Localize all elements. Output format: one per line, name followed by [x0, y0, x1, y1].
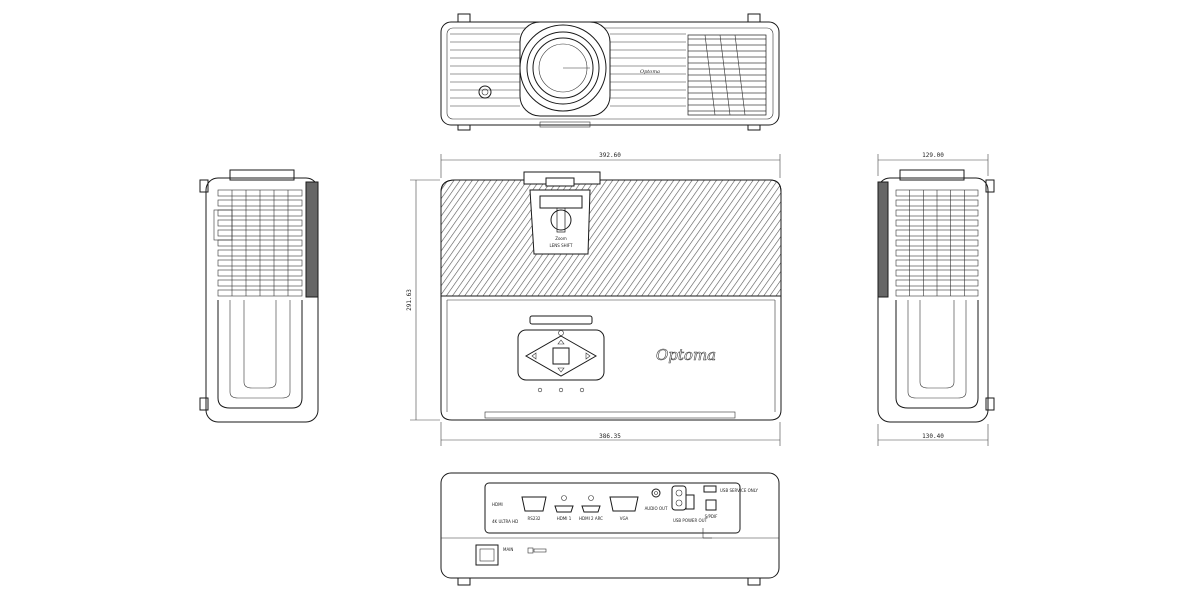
dim-side-top-label: 129.00 [922, 152, 944, 159]
dim-height-label: 291.63 [406, 289, 413, 311]
rear-view: HDMI 4K ULTRA HD RS232 HDMI 1 HDMI 2 ARC… [440, 472, 780, 586]
spdif-port[interactable]: S/PDIF [705, 499, 719, 519]
hdmi2-port[interactable]: HDMI 2 ARC [579, 495, 603, 522]
svg-text:USB SERVICE ONLY: USB SERVICE ONLY [720, 488, 758, 493]
usb-service-port[interactable]: USB SERVICE ONLY [703, 485, 758, 493]
power-inlet[interactable]: MAIN [475, 544, 513, 566]
rs232-port[interactable]: RS232 [521, 496, 547, 521]
left-side-body [205, 177, 319, 423]
vga-port[interactable]: VGA [609, 496, 639, 521]
lens-shift-label: LENS SHIFT [550, 243, 574, 248]
dim-side-bottom: 130.40 [877, 424, 989, 446]
front-body [440, 21, 780, 126]
svg-text:USB POWER OUT: USB POWER OUT [673, 518, 708, 523]
top-logo: Optoma [656, 346, 716, 364]
svg-text:S/PDIF: S/PDIF [705, 514, 719, 519]
front-foot-right [747, 13, 761, 23]
enter-button[interactable] [552, 347, 570, 365]
svg-text:MAIN: MAIN [503, 547, 513, 552]
svg-text:RS232: RS232 [528, 516, 541, 521]
top-hatched-cover [440, 179, 782, 297]
led-lamp [537, 387, 543, 393]
hdmi-logo: HDMI [492, 502, 503, 507]
left-arrow-icon[interactable] [531, 352, 537, 360]
ir-sensor [478, 85, 492, 99]
up-arrow-icon[interactable] [557, 339, 565, 345]
right-arrow-icon[interactable] [585, 352, 591, 360]
left-side-lens-cap [229, 169, 295, 181]
uhd-logo: 4K ULTRA HD [492, 519, 518, 524]
dim-top-width: 392.60 [440, 152, 781, 178]
dim-bottom-width-label: 386.35 [599, 433, 621, 440]
zoom-ring[interactable] [550, 209, 572, 231]
dim-top-width-label: 392.60 [599, 152, 621, 159]
hdmi1-port[interactable]: HDMI 1 [554, 495, 574, 522]
front-foot-bottom-right [747, 124, 761, 131]
dim-height: 291.63 [406, 179, 440, 421]
front-foot-left [457, 13, 471, 23]
left-side-hatched-edge [305, 181, 319, 298]
svg-text:HDMI 1: HDMI 1 [557, 516, 572, 521]
front-vent-grille [687, 34, 767, 116]
led-temp [558, 387, 564, 393]
svg-text:HDMI 2 ARC: HDMI 2 ARC [579, 516, 603, 521]
front-badge: Optoma [640, 69, 660, 75]
front-lens [519, 21, 611, 117]
right-side-hatched-edge [877, 181, 889, 298]
zoom-label: Zoom [555, 236, 567, 241]
dim-side-bottom-label: 130.40 [922, 433, 944, 440]
io-panel [484, 482, 741, 534]
power-icon[interactable] [558, 330, 564, 336]
top-view: 392.60 291.63 386.35 [406, 152, 782, 446]
keypad-status-bar [529, 315, 593, 325]
lock-icon [527, 547, 547, 554]
led-on [579, 387, 585, 393]
right-side-view: 129.00 130.40 [877, 152, 995, 446]
rear-body [440, 472, 780, 579]
audio-port[interactable]: AUDIO OUT [645, 488, 668, 511]
right-side-body [877, 177, 989, 423]
down-arrow-icon[interactable] [557, 367, 565, 373]
keypad-panel [517, 329, 605, 381]
svg-text:VGA: VGA [620, 516, 629, 521]
front-view: Optoma [440, 13, 780, 131]
svg-text:AUDIO OUT: AUDIO OUT [645, 506, 668, 511]
keypad [517, 315, 605, 393]
usb-power-port[interactable]: USB POWER OUT [673, 494, 708, 523]
dim-bottom-width: 386.35 [440, 422, 781, 446]
left-side-view [199, 169, 319, 423]
dim-side-top: 129.00 [877, 152, 989, 176]
front-foot-bottom-left [457, 124, 471, 131]
lens-shift-panel: Zoom LENS SHIFT [523, 171, 601, 255]
